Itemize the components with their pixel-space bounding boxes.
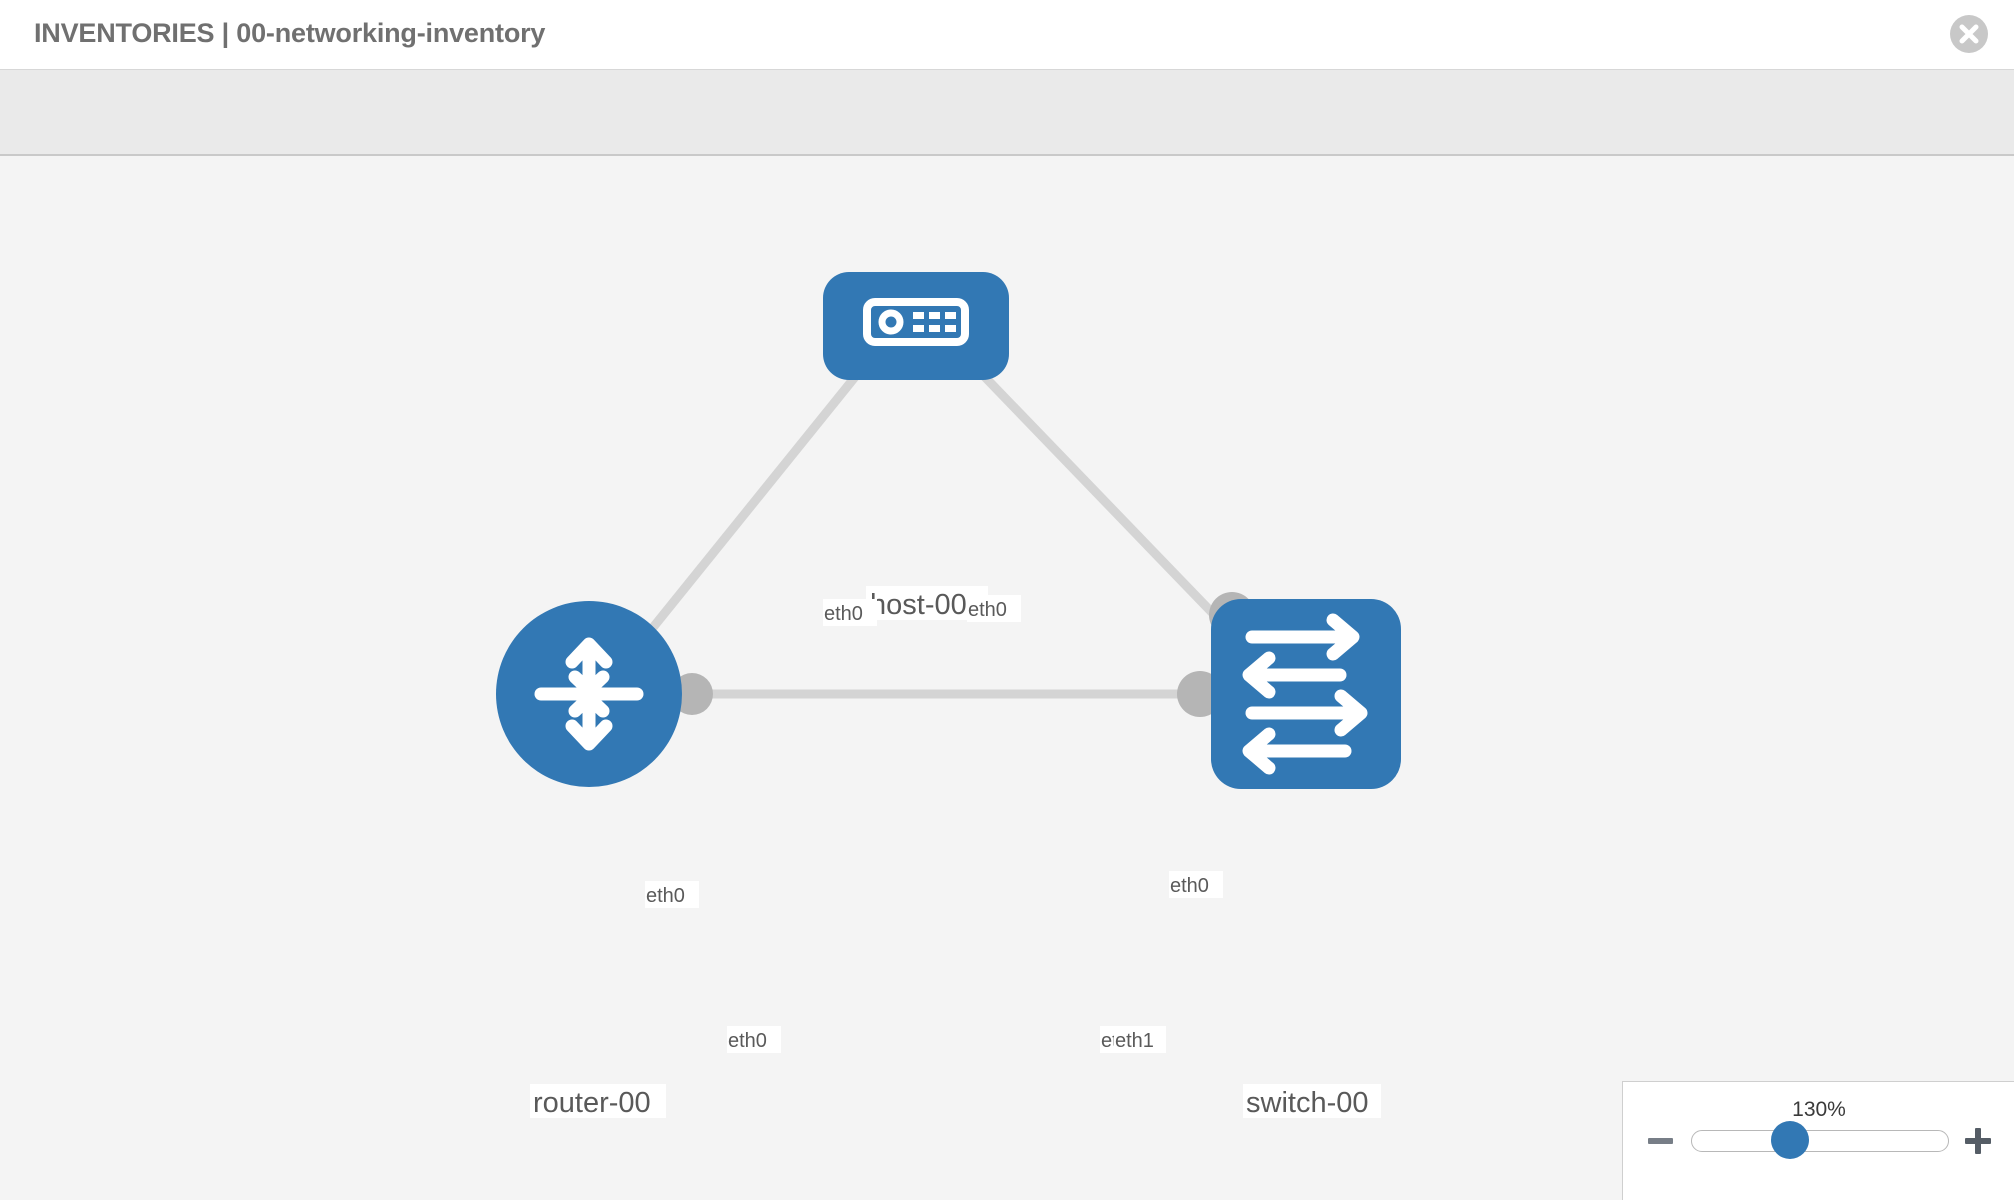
zoom-slider-thumb[interactable] <box>1771 1121 1809 1159</box>
node-host-00[interactable]: host-00 <box>823 272 1009 621</box>
iface-label-host-right: eth0 <box>968 599 1007 621</box>
zoom-slider-track[interactable] <box>1691 1130 1949 1152</box>
node-label-switch-00: switch-00 <box>1246 1087 1369 1119</box>
close-button[interactable] <box>1950 15 1988 53</box>
zoom-out-button[interactable] <box>1646 1126 1676 1156</box>
node-label-router-00: router-00 <box>533 1087 651 1119</box>
page-title: INVENTORIES | 00-networking-inventory <box>34 18 546 48</box>
zoom-level-label: 130% <box>1792 1098 1846 1121</box>
topology-ports <box>671 326 1255 717</box>
topology-canvas[interactable]: host-00 router-00 <box>0 156 2014 1200</box>
zoom-in-button[interactable] <box>1963 1126 1993 1156</box>
link-host-switch[interactable] <box>951 342 1256 658</box>
iface-label-host-left: eth0 <box>824 603 863 625</box>
topology-links <box>626 342 1256 699</box>
iface-label-switch-up: eth0 <box>1170 875 1209 897</box>
link-host-router[interactable] <box>626 343 884 659</box>
port-router-right[interactable] <box>671 673 713 715</box>
node-router-00[interactable]: router-00 <box>496 601 682 1119</box>
iface-label-router-up: eth0 <box>646 885 685 907</box>
switch-glyph-icon <box>1242 613 1368 775</box>
router-label-bg <box>530 1084 666 1118</box>
topology-graph: host-00 router-00 <box>496 272 1401 1119</box>
iface-label-router-right: eth0 <box>728 1030 767 1052</box>
switch-label-bg <box>1243 1084 1381 1118</box>
page-header: INVENTORIES | 00-networking-inventory <box>0 0 2014 70</box>
switch-node-shape <box>1211 599 1401 789</box>
node-switch-00[interactable]: switch-00 <box>1211 599 1401 1119</box>
interface-labels: eth0 eth0 eth0 eth0 eth0 eth0 eth1 <box>645 595 1223 1053</box>
close-icon <box>1959 24 1979 44</box>
host-glyph-icon <box>863 298 969 346</box>
zoom-control-panel: 130% <box>1622 1081 2014 1200</box>
node-label-host-00: host-00 <box>870 589 967 621</box>
router-glyph-icon <box>534 637 644 751</box>
iface-label-switch-left-eth1: eth1 <box>1115 1030 1154 1052</box>
toolbar: ACTIONS SEARCH <box>0 70 2014 209</box>
